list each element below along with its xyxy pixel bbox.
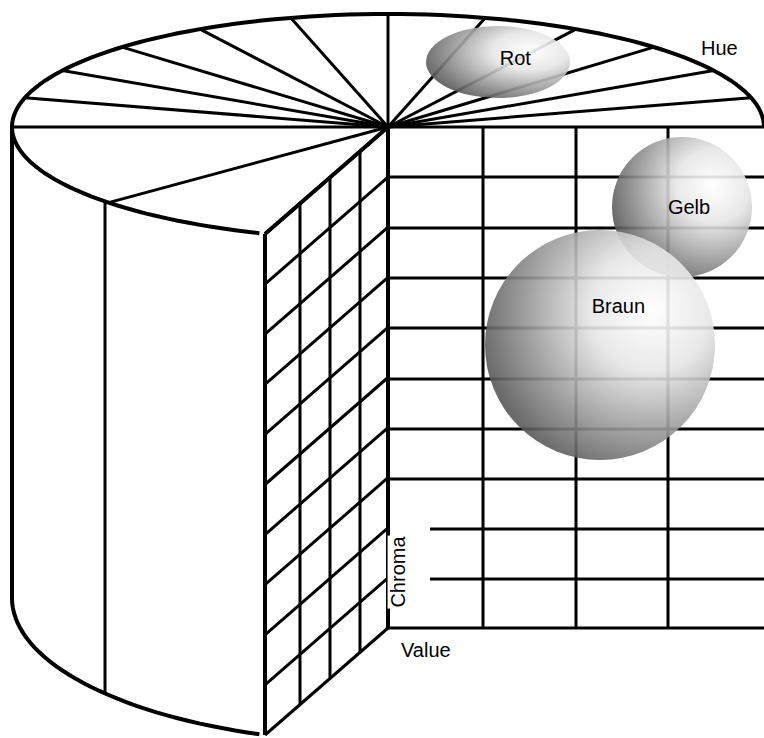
hue-sector-line (12, 126, 388, 129)
value-grid-row-left (265, 127, 388, 234)
value-grid-row-left (265, 177, 388, 284)
sphere-label: Rot (500, 48, 531, 68)
value-grid-row-left (265, 277, 388, 384)
value-grid-row-left (265, 528, 388, 635)
value-grid-row (430, 578, 764, 581)
chroma-axis-label: Chroma (388, 535, 408, 608)
sphere-shape (485, 230, 715, 460)
grid-column-left (299, 204, 302, 705)
sphere-label: Gelb (668, 197, 710, 217)
hue-sector-line (200, 29, 388, 127)
value-grid-row-left (265, 628, 388, 735)
value-grid-row-left (265, 578, 388, 685)
grid-column-left (263, 234, 267, 735)
sphere-shape (426, 26, 570, 98)
chroma-grid-column (482, 127, 485, 628)
hue-sector-line (291, 18, 388, 127)
value-grid-row-left (265, 227, 388, 334)
grid-column-left (329, 177, 332, 678)
cylinder-front-edge (104, 202, 107, 694)
hue-sector-line (388, 98, 751, 127)
hue-axis-label: Hue (700, 38, 739, 58)
value-axis-label: Value (400, 640, 452, 660)
value-grid-row-left (265, 327, 388, 434)
cut-edge (265, 127, 388, 234)
color-sphere: Rot (426, 26, 570, 98)
cylinder-side (10, 127, 14, 598)
value-grid-row-left (265, 378, 388, 485)
grid-column-left (359, 151, 362, 652)
bottom-arc (12, 598, 259, 734)
color-sphere: Braun (485, 230, 715, 460)
hue-sector-line (25, 98, 388, 127)
value-grid-row-left (265, 478, 388, 585)
value-grid-row-left (265, 428, 388, 535)
hue-sector-line (387, 14, 390, 127)
sphere-label: Braun (592, 296, 645, 316)
value-grid-row (430, 528, 764, 531)
